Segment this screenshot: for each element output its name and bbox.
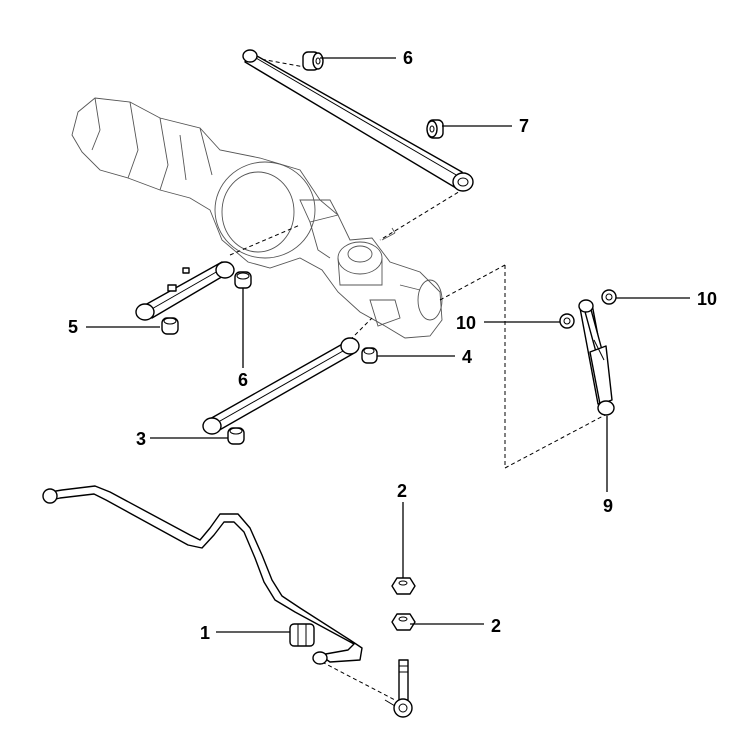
rear-axle-housing [71, 97, 443, 339]
bushing-7 [302, 51, 324, 71]
callout-label-3: 3 [136, 429, 146, 449]
nut-2-upper [391, 577, 416, 595]
callout-label-6: 6 [238, 370, 248, 390]
callout-label-4: 4 [462, 347, 472, 367]
callout-label-2-upper: 2 [397, 481, 407, 501]
stabilizer-link [384, 659, 413, 718]
bushing-10-right [601, 289, 617, 305]
callout-label-7: 6 [403, 48, 413, 68]
nut-2-lower [391, 613, 416, 631]
callout-label-9: 9 [603, 496, 613, 516]
shock-absorber [578, 299, 615, 416]
bushing-4 [361, 347, 378, 364]
bushing-10-left [559, 313, 575, 329]
bushing-5 [161, 317, 179, 335]
callout-label-10-right: 10 [697, 289, 717, 309]
panhard-rod [242, 49, 474, 192]
callout-leaders [86, 57, 690, 633]
lower-control-arm [202, 337, 360, 435]
callout-label-1: 1 [200, 623, 210, 643]
bushing-6 [234, 271, 252, 289]
callout-label-5: 5 [68, 317, 78, 337]
callout-label-10-left: 10 [456, 313, 476, 333]
upper-control-arm [135, 261, 235, 321]
stabilizer-bushing [289, 623, 315, 647]
stabilizer-bar [42, 485, 363, 665]
callout-label-8: 7 [519, 116, 529, 136]
bushing-8 [426, 119, 444, 139]
callout-label-2-lower: 2 [491, 616, 501, 636]
bushing-3 [227, 427, 245, 445]
